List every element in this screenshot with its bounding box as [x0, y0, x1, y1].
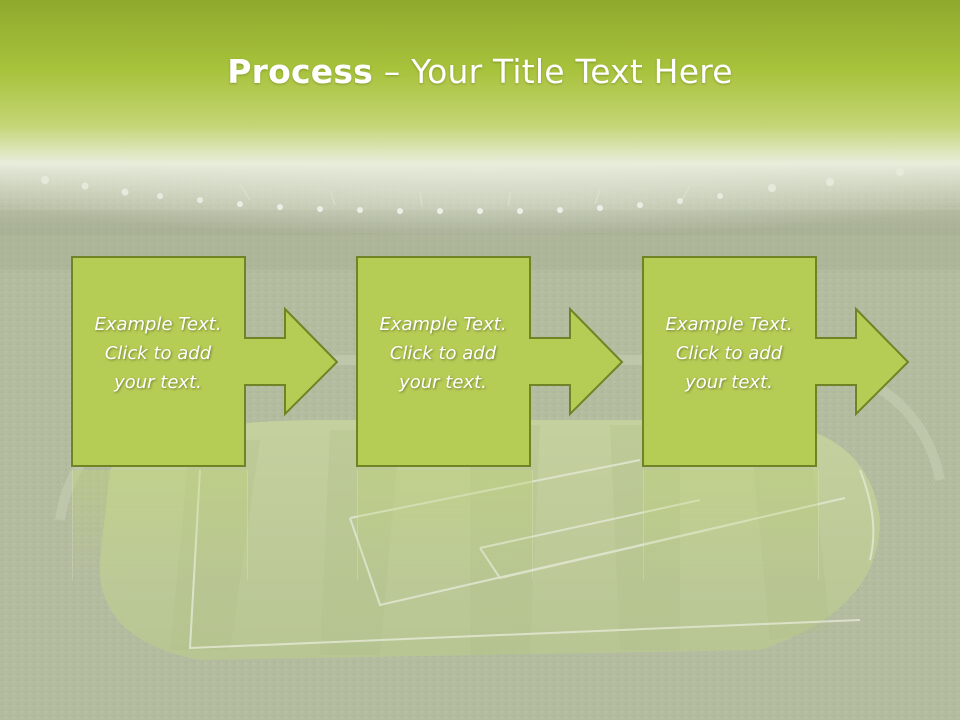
- step-reflection: [357, 470, 533, 580]
- process-step-3[interactable]: Example Text. Click to add your text.: [642, 256, 932, 468]
- step-text-line: your text.: [399, 372, 487, 393]
- arrow-box-shape: [71, 256, 339, 467]
- step-text-line: Click to add: [389, 343, 497, 364]
- step-text[interactable]: Example Text. Click to add your text.: [356, 310, 530, 397]
- title-rest-part: – Your Title Text Here: [373, 52, 733, 91]
- step-text-line: Example Text.: [665, 314, 793, 335]
- step-text-line: Example Text.: [379, 314, 507, 335]
- title-bold-part: Process: [227, 52, 374, 91]
- step-text-line: Click to add: [675, 343, 783, 364]
- step-reflection: [72, 470, 248, 580]
- process-step-2[interactable]: Example Text. Click to add your text.: [356, 256, 646, 468]
- step-text[interactable]: Example Text. Click to add your text.: [71, 310, 245, 397]
- slide-title[interactable]: Process – Your Title Text Here: [0, 52, 960, 91]
- step-text-line: your text.: [114, 372, 202, 393]
- step-reflection: [643, 470, 819, 580]
- arrow-box-shape: [642, 256, 910, 467]
- step-text-line: Example Text.: [94, 314, 222, 335]
- process-step-1[interactable]: Example Text. Click to add your text.: [71, 256, 361, 468]
- arrow-box-shape: [356, 256, 624, 467]
- step-text[interactable]: Example Text. Click to add your text.: [642, 310, 816, 397]
- step-text-line: Click to add: [104, 343, 212, 364]
- step-text-line: your text.: [685, 372, 773, 393]
